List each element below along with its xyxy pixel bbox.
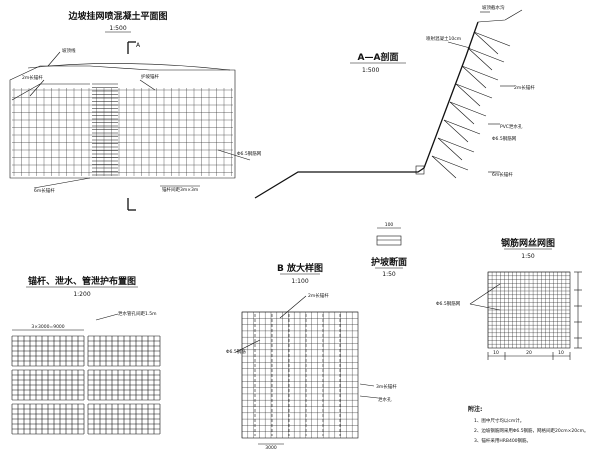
section-anchor-rod <box>467 47 493 71</box>
section-anchor-rod <box>449 101 487 117</box>
label-detail-left: Φ6.5钢筋 <box>226 348 246 355</box>
detail-b: B 放大样图 1:100 2m长锚杆 Φ6.5钢筋 3m长锚杆 泄水孔 3000 <box>226 262 397 450</box>
leader-mesh-1 <box>469 283 501 305</box>
slope-section: 100 护坡断面 1:50 <box>371 222 407 278</box>
section-mark-top: A <box>136 42 141 49</box>
section-anchor-rod <box>449 101 475 125</box>
slope-top <box>477 9 523 23</box>
label-detail-top: 2m长锚杆 <box>308 292 329 299</box>
label-aa-bottom: 6m长锚杆 <box>492 171 513 178</box>
leader-slope <box>29 79 45 97</box>
slope-section-symbol <box>376 235 402 246</box>
label-aa-mesh: 喷射混凝土10cm <box>426 35 461 42</box>
detail-b-scale: 1:100 <box>291 278 308 285</box>
note-item-1: 1、图中尺寸均以cm计。 <box>474 417 524 424</box>
plan-anchor-column <box>92 83 118 176</box>
mesh-detail: 钢筋网丝网图 1:50 Φ6.5钢筋网 10 20 10 <box>436 237 582 360</box>
label-top-line: 坡顶线 <box>62 47 76 54</box>
section-anchor-rod <box>431 155 457 179</box>
leader-detail-right2 <box>359 395 379 399</box>
layout-block-grid <box>11 335 161 435</box>
mesh-detail-title: 钢筋网丝网图 <box>501 237 555 249</box>
label-aa-top: 坡顶截水沟 <box>482 4 505 11</box>
section-anchor-rod <box>437 137 475 153</box>
label-aa-pvc: PVC泄水孔 <box>500 123 523 130</box>
note-item-3: 3、锚杆采用HRB400钢筋。 <box>474 437 531 444</box>
leader-right-mid <box>217 149 251 161</box>
mesh-dim-2: 20 <box>526 350 532 356</box>
toe-drain <box>415 165 425 175</box>
layout-plan-scale: 1:200 <box>73 291 90 298</box>
label-bottom-left: 6m长锚杆 <box>34 187 55 194</box>
section-anchor-rod <box>455 83 481 107</box>
mesh-dim-3: 10 <box>558 350 564 356</box>
leader-aa-mesh <box>447 41 471 49</box>
detail-b-anchors <box>254 314 341 436</box>
leader-bottom-left <box>33 177 91 189</box>
section-aa-title: A—A剖面 <box>358 51 399 63</box>
layout-dim-top: 3×3000=9000 <box>31 324 64 330</box>
label-slope: 2m长锚杆 <box>22 74 43 81</box>
layout-plan: 锚杆、泄水、管泄护布置图 1:200 3×3000=9000 泄水管孔间距1.5… <box>11 275 161 435</box>
note-item-2: 2、边坡钢筋网采用Φ6.5钢筋，网格间距20cm×20cm。 <box>474 427 589 434</box>
mesh-left-label: Φ6.5钢筋网 <box>436 300 461 307</box>
section-anchor-rod <box>455 83 493 99</box>
leader-top-line <box>47 51 61 67</box>
plan-outline <box>9 65 236 179</box>
section-anchor-rod <box>467 47 505 63</box>
ground-profile <box>254 167 425 199</box>
layout-note: 泄水管孔间距1.5m <box>118 310 157 317</box>
label-bottom-mid: 锚杆间距3m×3m <box>162 186 198 193</box>
notes-heading: 附注: <box>468 405 482 413</box>
leader-mesh-2 <box>469 303 501 311</box>
detail-dim: 3000 <box>265 445 277 450</box>
leader-detail-left <box>235 339 261 353</box>
slope-face <box>423 21 479 169</box>
plan-view-scale: 1:500 <box>109 25 126 32</box>
slope-top-line <box>27 63 231 71</box>
label-right-mid: Φ6.5钢筋网 <box>237 150 262 157</box>
leader-detail-top <box>279 295 307 319</box>
label-right-top: 护坡锚杆 <box>141 73 159 80</box>
section-anchor-rod <box>437 137 463 161</box>
detail-b-title: B 放大样图 <box>277 262 323 274</box>
notes: 附注: 1、图中尺寸均以cm计。 2、边坡钢筋网采用Φ6.5钢筋，网格间距20c… <box>468 405 589 444</box>
section-anchor-rod <box>443 119 469 143</box>
leader-layout-note <box>95 313 119 321</box>
section-anchor-rod <box>461 65 499 81</box>
mesh-detail-scale: 1:50 <box>521 253 535 260</box>
section-anchors <box>431 31 511 179</box>
slope-section-dim: 100 <box>385 222 394 228</box>
plan-view: 边坡挂网喷混凝土平面图 1:500 A 坡顶线 2m长锚杆 护坡锚杆 Φ6.5钢… <box>9 10 262 211</box>
section-anchor-rod <box>473 31 511 47</box>
label-aa-phi: Φ6.5钢筋网 <box>492 135 517 142</box>
plan-view-title: 边坡挂网喷混凝土平面图 <box>67 10 167 22</box>
detail-b-grid <box>241 311 358 438</box>
label-detail-right2: 泄水孔 <box>378 396 392 403</box>
leader-detail-right1 <box>359 383 375 387</box>
mesh-dim-1: 10 <box>493 350 499 356</box>
section-anchor-rod <box>473 31 499 55</box>
section-anchor-rod <box>431 155 469 171</box>
mesh-grid <box>487 271 570 348</box>
label-aa-anchor: 2m长锚杆 <box>514 84 535 91</box>
slope-section-scale: 1:50 <box>382 271 396 278</box>
section-anchor-rod <box>443 119 481 135</box>
plan-mesh-grid <box>12 88 233 176</box>
label-detail-right1: 3m长锚杆 <box>376 383 397 390</box>
leader-right-top <box>139 79 156 91</box>
mesh-vdim-ticks <box>574 271 582 349</box>
layout-plan-title: 锚杆、泄水、管泄护布置图 <box>28 275 136 287</box>
section-aa: A—A剖面 1:500 坡顶截水沟 喷射混凝土10cm 2m长锚杆 PVC泄水孔… <box>254 4 535 199</box>
section-anchor-rod <box>461 65 487 89</box>
slope-section-title: 护坡断面 <box>371 256 407 268</box>
section-aa-scale: 1:500 <box>362 67 379 74</box>
